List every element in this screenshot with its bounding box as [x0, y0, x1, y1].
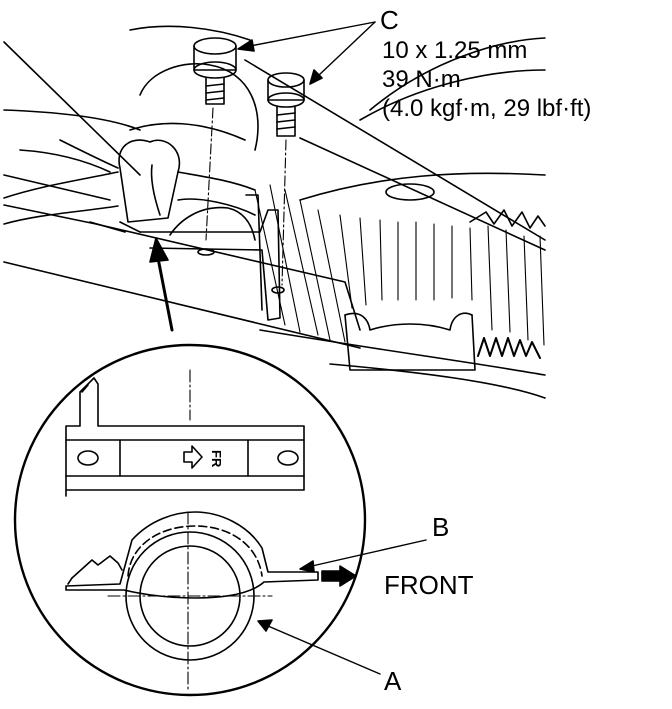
callout-b-label: B — [432, 512, 449, 542]
callout-arrowheads — [237, 39, 323, 632]
bolt-centerlines — [205, 107, 287, 286]
bolt-torque-text: 39 N·m — [382, 66, 461, 93]
bolt-c-right — [267, 72, 305, 137]
detail-pointer-arrow — [149, 237, 174, 332]
vehicle-body-outline — [3, 25, 546, 399]
bushing-cross-section — [65, 511, 319, 599]
bracket-fr-marking: FR — [209, 450, 224, 468]
bushing-bracket-upper — [89, 194, 285, 321]
bolt-torque-alt-text: (4.0 kgf·m, 29 lbf·ft) — [382, 95, 591, 122]
mount-block — [344, 312, 476, 371]
section-centerlines — [107, 369, 273, 691]
torn-edges — [469, 209, 546, 359]
front-label: FRONT — [384, 570, 474, 600]
callout-c-label: C — [380, 5, 399, 35]
bolt-size-text: 10 x 1.25 mm — [382, 37, 527, 64]
callout-a-label: A — [384, 666, 402, 696]
spring-hatching — [254, 184, 545, 346]
detail-circle — [13, 343, 367, 697]
fr-arrow-icon — [183, 445, 203, 469]
bracket-plan-view — [65, 377, 305, 497]
front-direction-arrow — [321, 565, 357, 587]
callout-leaders — [249, 21, 427, 675]
stabilizer-bar — [3, 63, 259, 225]
bolt-c-left — [193, 37, 237, 105]
